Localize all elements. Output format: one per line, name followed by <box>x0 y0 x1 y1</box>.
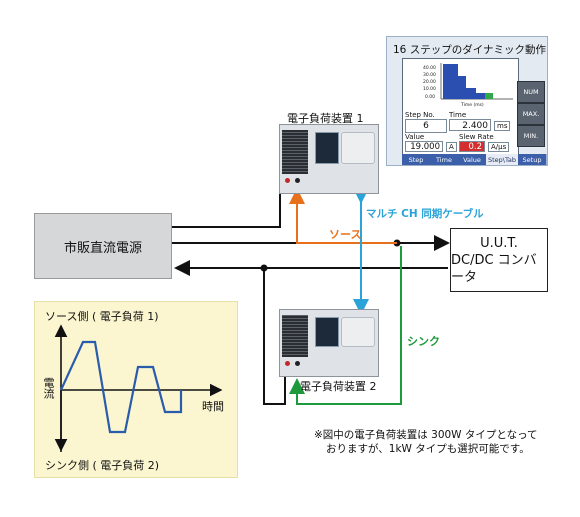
slew-label: Slew Rate <box>459 133 494 141</box>
slew-field[interactable]: 0.2 <box>459 141 485 152</box>
tab-step[interactable]: Step <box>402 154 431 165</box>
slew-unit: A/μs <box>488 142 510 152</box>
tab-value[interactable]: Value <box>458 154 487 165</box>
graph-xlabel: Time (ms) <box>460 102 484 108</box>
softkey-min[interactable]: MIN. <box>517 125 545 147</box>
step-no-field[interactable]: 6 <box>405 119 447 133</box>
inset-panel: 16 ステップのダイナミック動作 Time (ms) 40.00 30.00 2… <box>386 36 548 166</box>
uut-box: U.U.T. DC/DC コンバータ <box>450 228 548 292</box>
uut-label-line1: U.U.T. <box>480 235 518 251</box>
power-supply-box: 市販直流電源 <box>34 213 172 279</box>
svg-text:0.00: 0.00 <box>425 94 435 100</box>
value-label: Value <box>405 133 425 141</box>
sink-label: シンク <box>407 335 440 348</box>
negative-line <box>174 260 448 405</box>
svg-text:10.00: 10.00 <box>423 86 436 92</box>
time-unit: ms <box>494 121 511 131</box>
power-supply-label: 市販直流電源 <box>63 240 142 256</box>
step-graph: Time (ms) 40.00 30.00 20.00 10.00 0.00 <box>423 63 513 108</box>
electronic-load-2 <box>279 309 379 377</box>
svg-text:30.00: 30.00 <box>423 72 436 78</box>
vent-grille <box>282 130 308 174</box>
sink-line <box>289 246 402 405</box>
x-axis-label: 時間 <box>202 400 224 413</box>
electronic-load-1 <box>279 124 379 194</box>
value-unit: A <box>446 142 457 152</box>
time-field[interactable]: 2.400 <box>449 119 491 131</box>
vent-grille <box>282 315 308 357</box>
step-no-label: Step No. <box>405 111 435 119</box>
footnote: ※図中の電子負荷装置は 300W タイプとなって おりますが、1kW タイプも選… <box>314 428 538 456</box>
inset-screen: Time (ms) 40.00 30.00 20.00 10.00 0.00 S… <box>402 58 519 165</box>
tab-step-tab[interactable]: Step\Tab <box>486 154 519 165</box>
footnote-line2: おりますが、1kW タイプも選択可能です。 <box>326 443 530 455</box>
load1-display <box>315 132 339 164</box>
load1-label: 電子負荷装置 1 <box>287 112 364 125</box>
time-label: Time <box>449 111 467 119</box>
y-axis-label: 電流 <box>42 377 55 399</box>
softkey-num[interactable]: NUM <box>517 81 545 103</box>
value-field[interactable]: 19.000 <box>405 141 443 152</box>
footnote-line1: ※図中の電子負荷装置は 300W タイプとなって <box>314 429 538 441</box>
tab-setup[interactable]: Setup <box>518 154 547 165</box>
load2-label: 電子負荷装置 2 <box>300 380 377 393</box>
tab-time[interactable]: Time <box>430 154 459 165</box>
waveform-panel: ソース側 ( 電子負荷 1) シンク側 ( 電子負荷 2) 電流 時間 <box>34 301 238 478</box>
load2-display <box>315 317 339 347</box>
inset-title: 16 ステップのダイナミック動作 <box>393 44 546 56</box>
sync-cable-label: マルチ CH 同期ケーブル <box>366 208 484 220</box>
source-label: ソース <box>329 228 362 241</box>
uut-label-line2: DC/DC コンバータ <box>451 252 537 285</box>
softkey-max[interactable]: MAX. <box>517 103 545 125</box>
source-side-label: ソース側 ( 電子負荷 1) <box>45 310 159 323</box>
sink-side-label: シンク側 ( 電子負荷 2) <box>45 459 160 472</box>
svg-text:40.00: 40.00 <box>423 65 436 71</box>
current-waveform <box>54 324 223 452</box>
svg-text:20.00: 20.00 <box>423 79 436 85</box>
